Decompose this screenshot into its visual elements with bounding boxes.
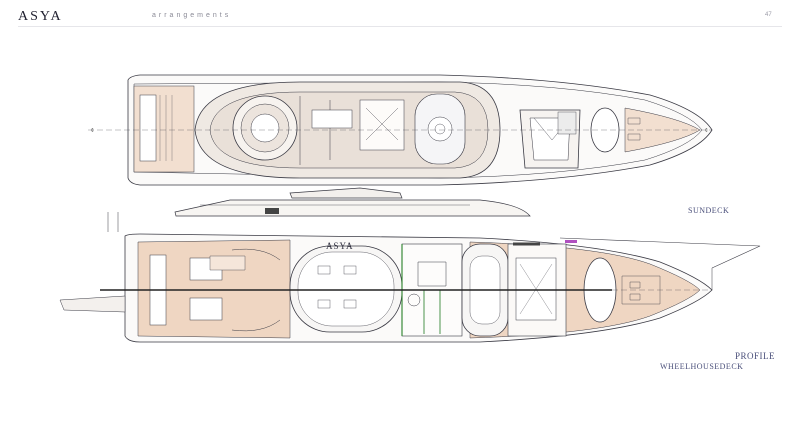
superstructure-profile bbox=[107, 187, 531, 232]
profile-label: PROFILE bbox=[735, 351, 776, 361]
brand-title: ASYA bbox=[18, 9, 63, 24]
section-subtitle: arrangements bbox=[152, 12, 232, 19]
svg-text:¢: ¢ bbox=[705, 128, 708, 134]
svg-text:¢: ¢ bbox=[91, 128, 94, 134]
hull-name-text: ASYA bbox=[326, 241, 354, 251]
sundeck-plan: ¢ ¢ bbox=[88, 74, 713, 186]
header-divider bbox=[18, 26, 782, 27]
sundeck-label: SUNDECK bbox=[688, 206, 730, 215]
wheelhousedeck-label: WHEELHOUSEDECK bbox=[660, 362, 744, 371]
wheelhouse-deck-plan bbox=[59, 233, 761, 343]
page-number: 47 bbox=[765, 12, 772, 18]
